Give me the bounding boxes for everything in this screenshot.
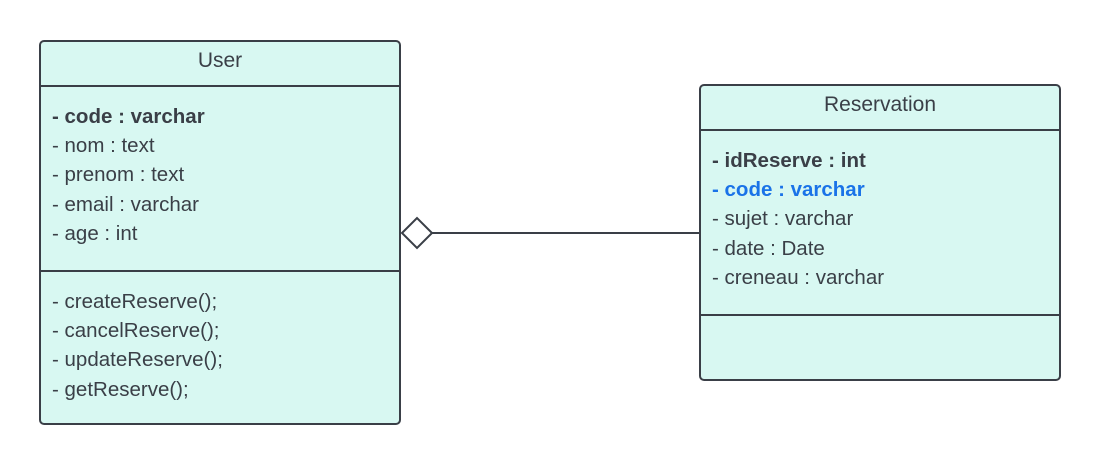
user-attribute: - email : varchar: [52, 192, 199, 216]
reservation-title-divider: [701, 129, 1059, 131]
user-attribute: - code : varchar: [52, 105, 205, 128]
user-attributes: - code : varchar - nom : text - prenom :…: [52, 102, 205, 248]
user-attribute: - prenom : text: [52, 163, 185, 187]
user-method: - updateReserve();: [52, 348, 223, 372]
user-methods: - createReserve(); - cancelReserve(); - …: [52, 287, 223, 404]
reservation-attribute: - idReserve : int: [712, 149, 866, 172]
user-method: - createReserve();: [52, 290, 218, 313]
reservation-class-box: Reservation - idReserve : int - code : v…: [699, 84, 1061, 381]
user-attribute: - age : int: [52, 221, 138, 245]
reservation-attributes: - idReserve : int - code : varchar - suj…: [712, 146, 884, 292]
reservation-foreign-key-attribute: - code : varchar: [712, 178, 865, 202]
user-method: - getReserve();: [52, 377, 189, 401]
reservation-attribute: - sujet : varchar: [712, 207, 854, 231]
user-attribute: - nom : text: [52, 134, 155, 158]
reservation-attribute: - date : Date: [712, 236, 825, 260]
user-class-box: User - code : varchar - nom : text - pre…: [39, 40, 401, 425]
reservation-attributes-divider: [701, 314, 1059, 316]
reservation-attribute: - creneau : varchar: [712, 265, 885, 289]
user-class-title: User: [197, 49, 243, 72]
user-title-divider: [41, 85, 399, 87]
aggregation-diamond: [400, 216, 434, 250]
user-method: - cancelReserve();: [52, 319, 220, 343]
reservation-class-title: Reservation: [823, 93, 937, 116]
user-attributes-divider: [41, 270, 399, 272]
